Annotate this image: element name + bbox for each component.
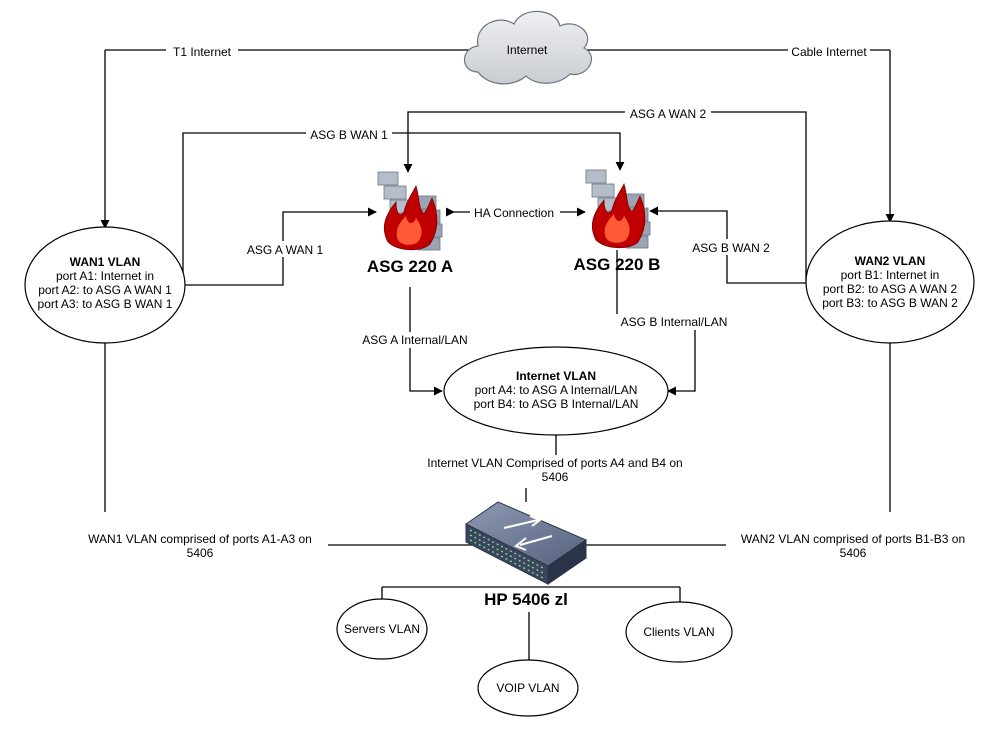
- firewall-b-label: ASG 220 B: [574, 255, 661, 274]
- clients-vlan-label: Clients VLAN: [643, 625, 714, 639]
- link-labels: T1 Internet Cable Internet ASG B WAN 1 A…: [166, 43, 870, 348]
- wan1-vlan-line: port A1: Internet in: [56, 269, 154, 283]
- internet-vlan-line: port B4: to ASG B Internal/LAN: [474, 397, 639, 411]
- voip-vlan-label: VOIP VLAN: [496, 681, 559, 695]
- label-ha-connection: HA Connection: [474, 206, 554, 220]
- wan2-vlan-line: port B2: to ASG A WAN 2: [823, 282, 958, 296]
- servers-vlan-label: Servers VLAN: [344, 622, 420, 636]
- firewall-asg-b: ASG 220 B: [574, 169, 661, 274]
- note-internet-vlan: Internet VLAN Comprised of ports A4 and …: [427, 456, 682, 470]
- switch-icon: [465, 501, 588, 585]
- wire-asg-a-wan2: [403, 111, 807, 282]
- wan1-vlan-title: WAN1 VLAN: [70, 255, 141, 269]
- notes: Internet VLAN Comprised of ports A4 and …: [88, 456, 965, 560]
- voip-vlan-node: VOIP VLAN: [477, 659, 579, 717]
- label-asg-b-wan1: ASG B WAN 1: [310, 128, 388, 142]
- label-t1-internet: T1 Internet: [173, 45, 232, 59]
- label-asg-a-wan1: ASG A WAN 1: [247, 243, 324, 257]
- wan2-vlan-node: WAN2 VLAN port B1: Internet in port B2: …: [805, 220, 975, 344]
- wan1-vlan-line: port A3: to ASG B WAN 1: [38, 297, 173, 311]
- wan1-vlan-line: port A2: to ASG A WAN 1: [38, 283, 172, 297]
- internet-vlan-node: Internet VLAN port A4: to ASG A Internal…: [443, 346, 669, 436]
- firewall-asg-a: ASG 220 A: [367, 171, 453, 276]
- wire-asg-a-internal: [409, 287, 443, 396]
- note-wan2-vlan: WAN2 VLAN comprised of ports B1-B3 on: [741, 532, 965, 546]
- internet-vlan-line: port A4: to ASG A Internal/LAN: [475, 383, 638, 397]
- label-asg-b-internal: ASG B Internal/LAN: [621, 315, 728, 329]
- firewall-icon: [585, 169, 651, 249]
- wan2-vlan-title: WAN2 VLAN: [855, 254, 926, 268]
- internet-vlan-title: Internet VLAN: [516, 369, 596, 383]
- wan2-vlan-line: port B1: Internet in: [841, 268, 940, 282]
- cloud-label: Internet: [507, 43, 548, 57]
- servers-vlan-node: Servers VLAN: [336, 598, 428, 660]
- switch-label: HP 5406 zl: [484, 590, 568, 609]
- label-asg-b-wan2: ASG B WAN 2: [692, 241, 770, 255]
- connectors: [100, 49, 895, 660]
- label-cable-internet: Cable Internet: [791, 45, 867, 59]
- internet-cloud: Internet: [463, 10, 592, 85]
- cloud-icon: [463, 10, 592, 85]
- clients-vlan-node: Clients VLAN: [625, 601, 733, 663]
- firewall-icon: [377, 171, 443, 251]
- wire-asg-b-wan1: [182, 132, 625, 282]
- wan1-vlan-node: WAN1 VLAN port A1: Internet in port A2: …: [24, 226, 186, 344]
- switch-hp-5406: HP 5406 zl: [465, 501, 588, 609]
- label-asg-a-internal: ASG A Internal/LAN: [362, 333, 467, 347]
- firewall-a-label: ASG 220 A: [367, 257, 453, 276]
- note-wan1-vlan: 5406: [187, 546, 214, 560]
- wan2-vlan-line: port B3: to ASG B WAN 2: [822, 296, 958, 310]
- note-wan1-vlan: WAN1 VLAN comprised of ports A1-A3 on: [88, 532, 312, 546]
- note-internet-vlan: 5406: [542, 470, 569, 484]
- note-wan2-vlan: 5406: [840, 546, 867, 560]
- label-asg-a-wan2: ASG A WAN 2: [630, 107, 707, 121]
